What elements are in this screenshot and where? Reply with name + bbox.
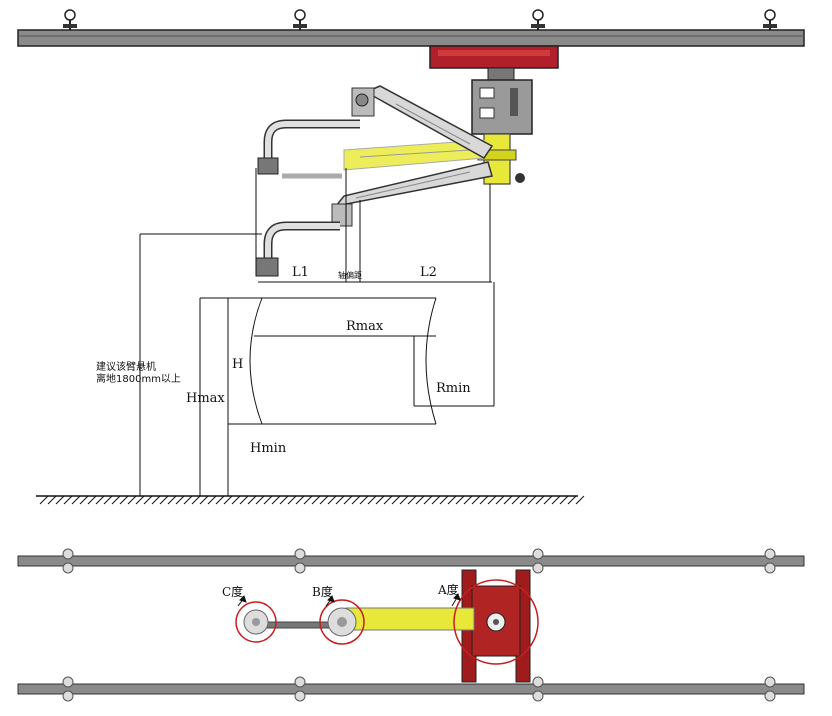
- label-offset: 轴偏距: [338, 270, 362, 280]
- rail-clamp-5: [62, 676, 74, 702]
- label-h: H: [232, 357, 243, 372]
- rail-hanger-1: [63, 9, 77, 30]
- lower-arm: [331, 161, 493, 227]
- upper-drop-pipe: [257, 119, 360, 179]
- swivel-joint-a: [453, 579, 539, 665]
- arm-dimension-lines: [255, 168, 492, 283]
- label-hmax: Hmax: [186, 391, 225, 406]
- rail-clamp-2: [294, 548, 306, 574]
- rail-hanger-4: [763, 9, 777, 30]
- rail-hanger-3: [531, 9, 545, 30]
- label-a-angle: A度: [437, 582, 459, 597]
- label-hmin: Hmin: [250, 441, 287, 456]
- ground-line: [36, 495, 585, 505]
- rail-clamp-8: [764, 676, 776, 702]
- rail-clamp-1: [62, 548, 74, 574]
- swivel-joint-b: [319, 599, 365, 645]
- lower-drop-pipe: [255, 221, 340, 277]
- reach-envelope: [200, 282, 495, 425]
- rail-clamp-4: [764, 548, 776, 574]
- overhead-rail: [17, 9, 805, 47]
- angle-arrows: [237, 593, 461, 607]
- top-view-arm: [259, 607, 475, 631]
- label-height-note-1: 建议该臂悬机: [96, 360, 156, 373]
- label-rmax: Rmax: [346, 319, 384, 334]
- height-dimension-lines: [139, 233, 262, 496]
- trolley-carriage: [429, 45, 559, 81]
- swivel-joint-c: [235, 601, 277, 643]
- upper-arm: [351, 85, 494, 159]
- label-height-note-2: 离地1800mm以上: [96, 372, 181, 385]
- label-c-angle: C度: [222, 584, 243, 599]
- label-l1: L1: [292, 265, 309, 280]
- rail-clamp-6: [294, 676, 306, 702]
- rail-hanger-2: [293, 9, 307, 30]
- label-b-angle: B度: [312, 584, 333, 599]
- rail-clamp-3: [532, 548, 544, 574]
- top-view-rails: [17, 548, 805, 702]
- rail-clamp-7: [532, 676, 544, 702]
- label-rmin: Rmin: [436, 381, 471, 396]
- label-l2: L2: [420, 265, 437, 280]
